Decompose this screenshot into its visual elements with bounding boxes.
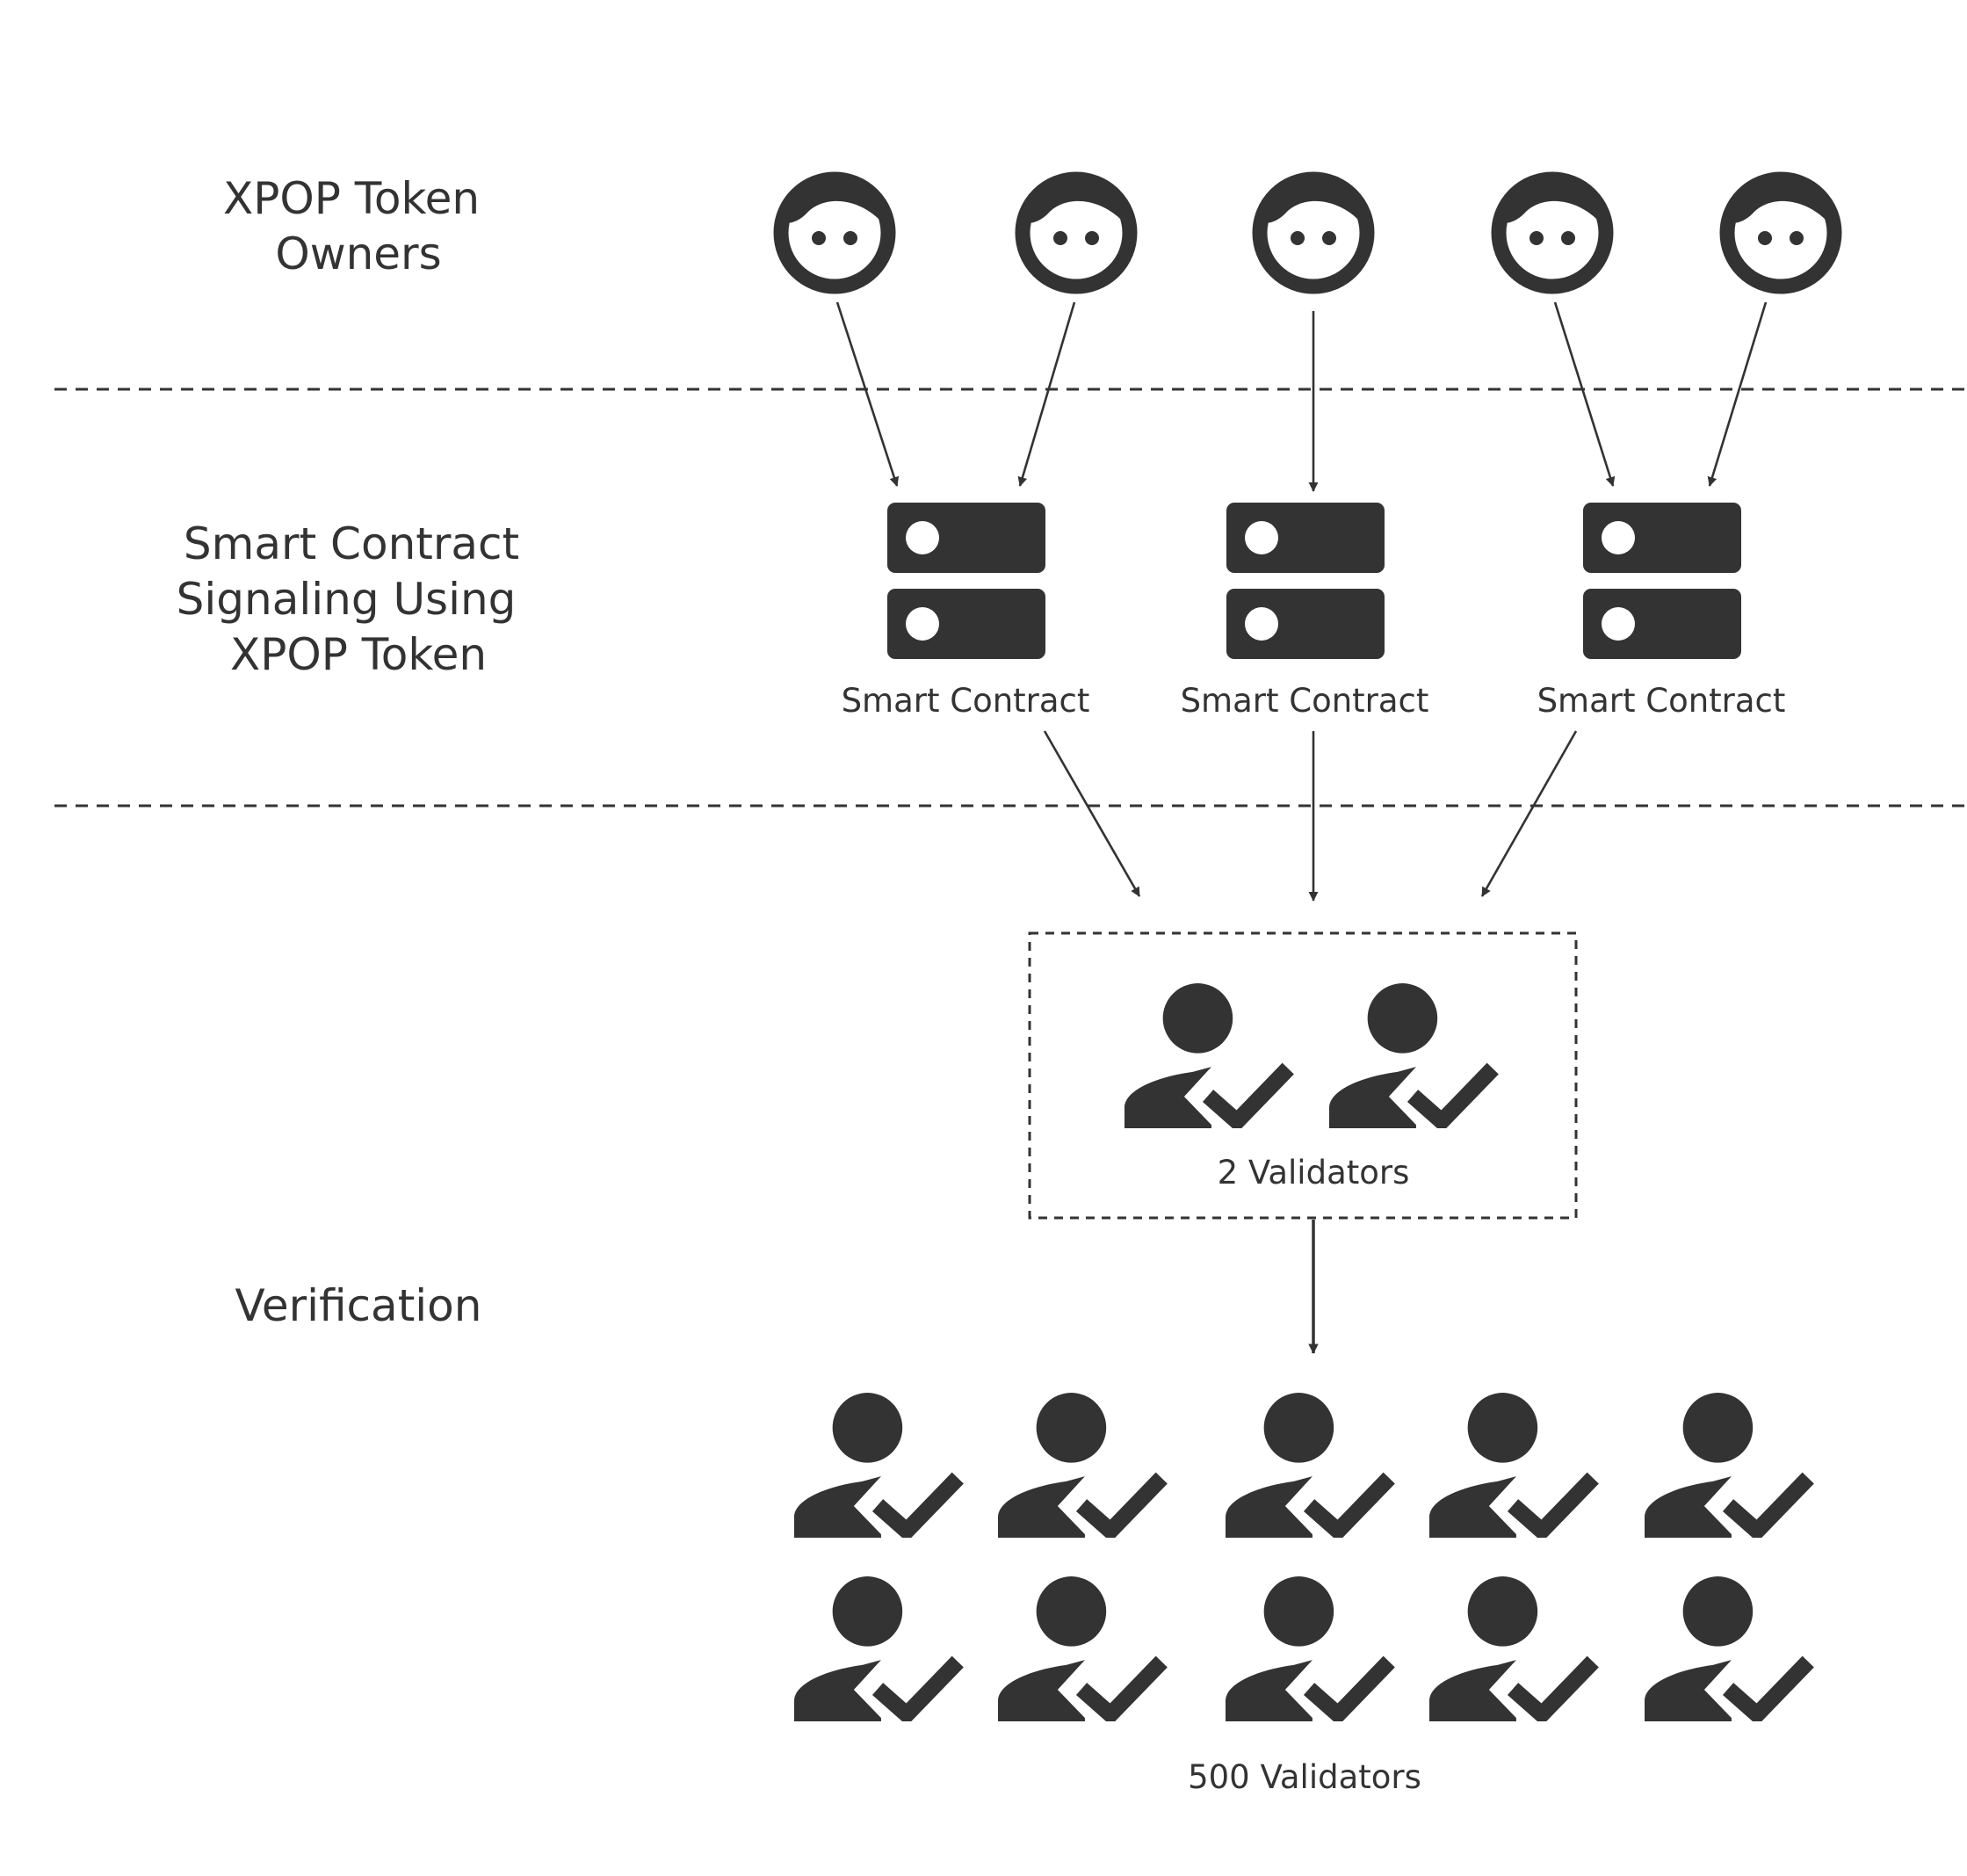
face-icon: [1727, 179, 1834, 286]
contract-arrows: [1043, 730, 1578, 902]
lane-label-verification: Verification: [235, 1280, 482, 1331]
face-icon: [1260, 179, 1367, 286]
smart-contract-label: Smart Contract: [1181, 682, 1429, 720]
validator-network: 500 Validators: [794, 1393, 1808, 1796]
validator-committee: 2 Validators: [1028, 931, 1578, 1220]
face-icon: [781, 179, 888, 286]
user-check-icon: [1226, 1393, 1389, 1538]
user-check-icon: [794, 1576, 958, 1721]
user-check-icon: [1329, 983, 1493, 1128]
smart-contract-2: Smart Contract: [1181, 503, 1429, 720]
server-icon: [887, 503, 1045, 659]
owner-arrows: [835, 301, 1768, 492]
user-check-icon: [1429, 1393, 1593, 1538]
face-icon: [1023, 179, 1130, 286]
network-label: 500 Validators: [1188, 1758, 1421, 1796]
lane-label-signaling-line2: Signaling Using: [177, 574, 517, 625]
committee-label: 2 Validators: [1218, 1154, 1410, 1192]
user-check-icon: [1226, 1576, 1389, 1721]
arrow: [1043, 730, 1141, 897]
lane-label-owners: XPOP Token Owners: [223, 173, 494, 279]
user-check-icon: [1125, 983, 1288, 1128]
arrow: [1553, 301, 1616, 487]
arrow: [835, 301, 900, 487]
server-icon: [1583, 503, 1741, 659]
user-check-icon: [998, 1576, 1161, 1721]
arrow: [1480, 730, 1578, 897]
arrow: [1017, 301, 1076, 487]
lane-label-owners-line2: Owners: [275, 228, 441, 279]
committee-box: [1028, 931, 1578, 1220]
lane-label-owners-line1: XPOP Token: [223, 173, 480, 224]
user-check-icon: [794, 1393, 958, 1538]
lane-label-signaling: Smart Contract Signaling Using XPOP Toke…: [177, 518, 533, 680]
user-check-icon: [1645, 1576, 1808, 1721]
user-check-icon: [1429, 1576, 1593, 1721]
user-check-icon: [1645, 1393, 1808, 1538]
smart-contract-label: Smart Contract: [1537, 682, 1786, 720]
smart-contract-3: Smart Contract: [1537, 503, 1786, 720]
server-icon: [1226, 503, 1385, 659]
token-owners: [781, 179, 1834, 286]
user-check-icon: [998, 1393, 1161, 1538]
smart-contract-1: Smart Contract: [842, 503, 1090, 720]
arrow: [1707, 301, 1768, 487]
smart-contract-label: Smart Contract: [842, 682, 1090, 720]
face-icon: [1499, 179, 1606, 286]
lane-label-signaling-line1: Smart Contract: [184, 518, 519, 569]
lane-label-signaling-line3: XPOP Token: [230, 629, 487, 680]
